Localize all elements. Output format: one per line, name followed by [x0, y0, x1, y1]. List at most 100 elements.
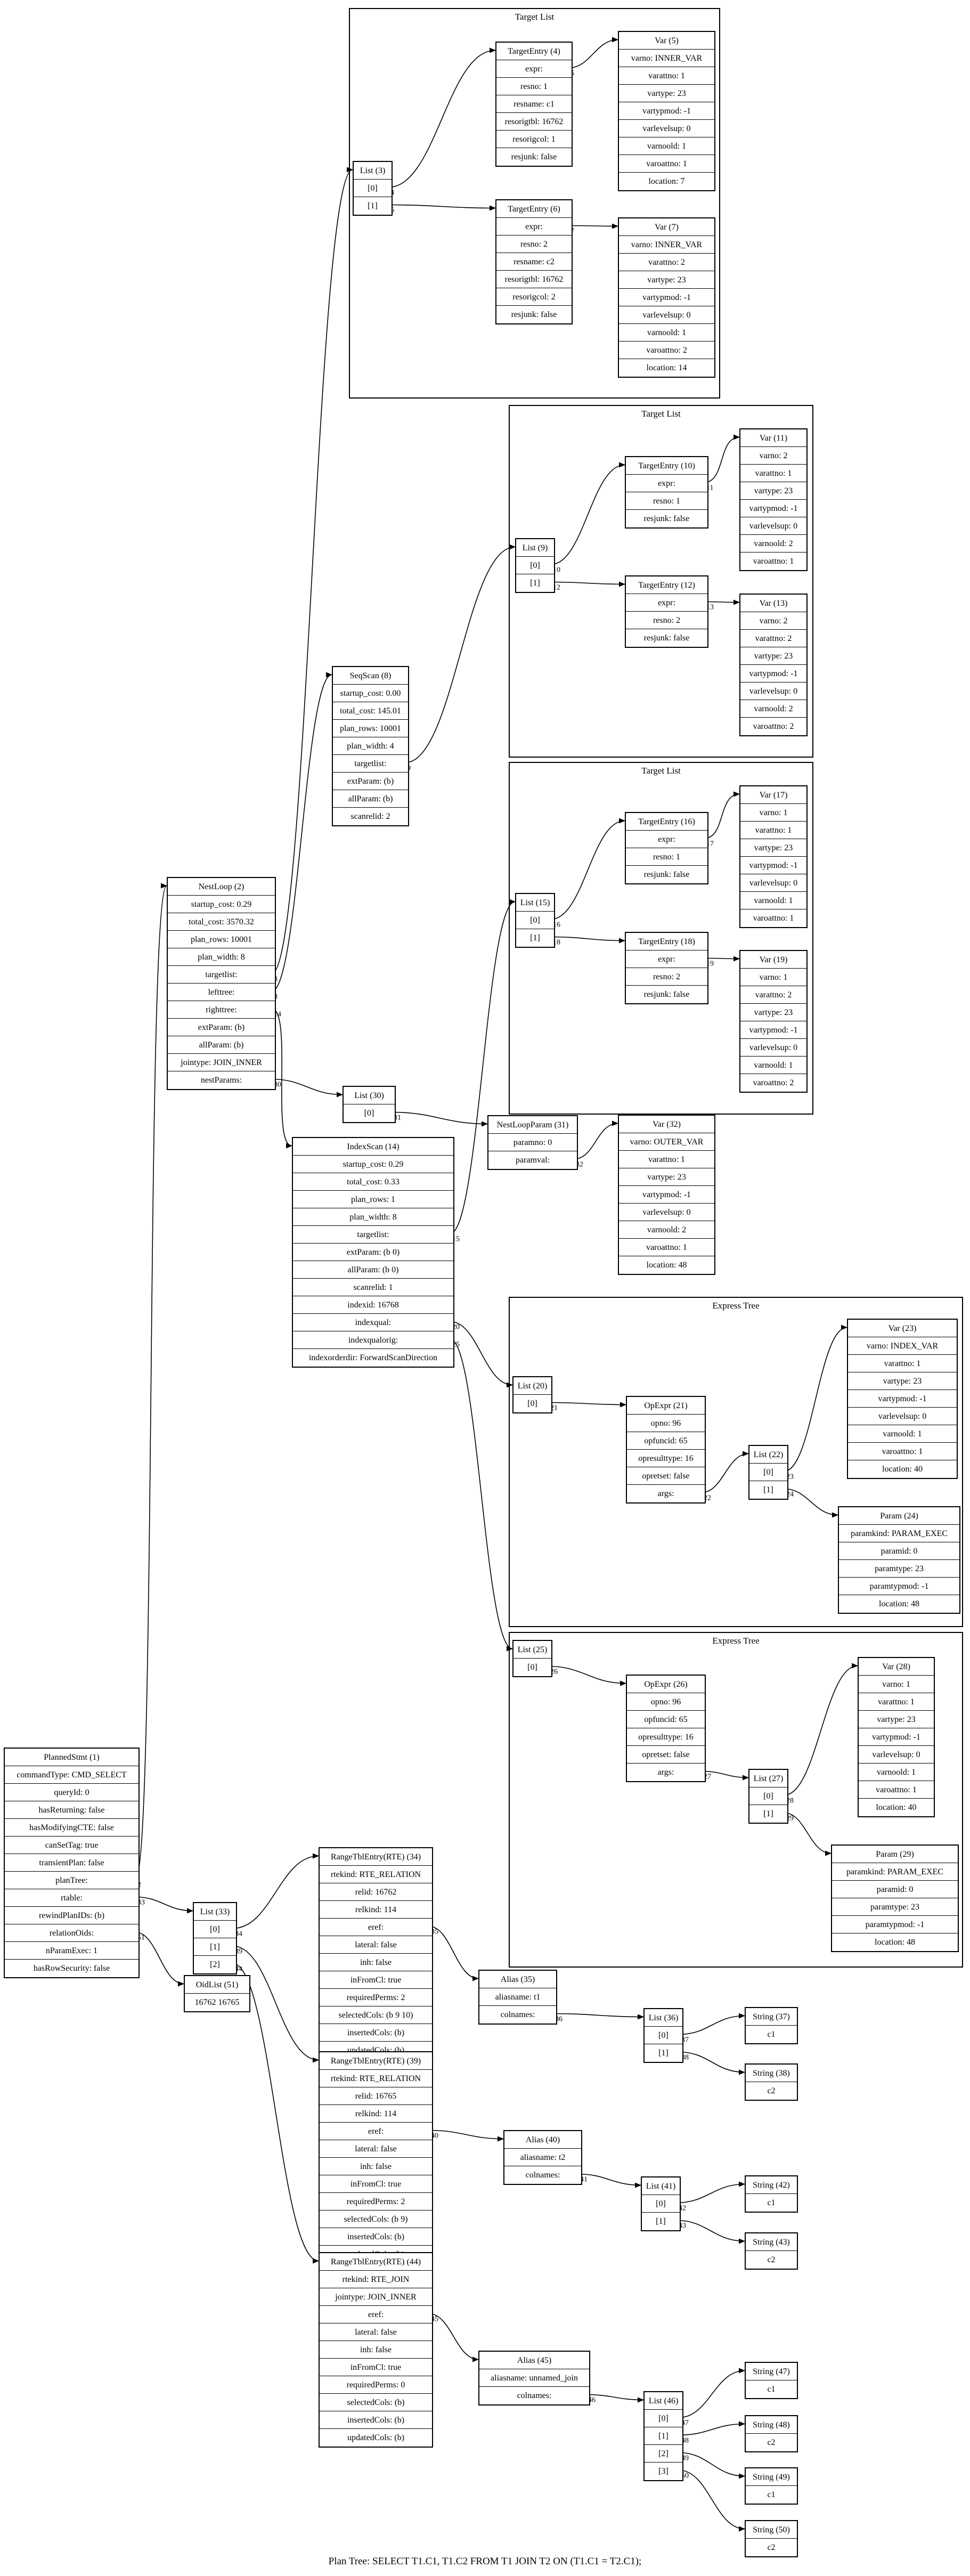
- node-20: List (20)[0]: [512, 1376, 552, 1413]
- node-field: relkind: 114: [320, 2105, 432, 2123]
- node-field: indexorderdir: ForwardScanDirection: [308, 1353, 438, 1362]
- node-field: inFromCl: true: [320, 2359, 432, 2376]
- node-field: resorigcol: 1: [496, 131, 572, 148]
- node-field: varlevelsup: 0: [619, 120, 714, 137]
- node-50: String (50)c2: [745, 2520, 798, 2557]
- node-field: varattno: 1: [740, 822, 806, 839]
- node-field: indexqualorig:: [293, 1331, 453, 1349]
- node-title: IndexScan (14): [293, 1138, 453, 1156]
- node-title: Var (11): [740, 429, 806, 447]
- node-field: requiredPerms: 2: [320, 2193, 432, 2211]
- node-field: varnoold: 2: [740, 535, 806, 552]
- node-field: varoattno: 2: [619, 342, 714, 359]
- node-field: c1: [767, 2490, 776, 2499]
- node-46: List (46)[0][1][2][3]: [643, 2391, 683, 2481]
- node-field: insertedCols: (b): [320, 2411, 432, 2429]
- node-field: vartype: 23: [859, 1711, 934, 1728]
- cluster-express-tree-1: Express Tree: [509, 1297, 963, 1627]
- edge-33: [135, 1896, 193, 1914]
- node-field: c1: [767, 2385, 776, 2394]
- node-title: List (3): [354, 162, 392, 180]
- node-field: [1]: [645, 2427, 682, 2445]
- node-title: List (46): [645, 2392, 682, 2410]
- node-field: jointype: JOIN_INNER: [320, 2288, 432, 2306]
- node-title: String (42): [746, 2176, 797, 2194]
- node-field: vartype: 23: [740, 1004, 806, 1021]
- node-43: String (43)c2: [745, 2232, 798, 2270]
- node-51: OidList (51)16762 16765: [184, 1975, 250, 2012]
- node-field: resno: 2: [626, 968, 707, 986]
- node-field: resname: c1: [496, 95, 572, 113]
- node-field: c1: [767, 2198, 776, 2207]
- node-field: vartypmod: -1: [859, 1728, 934, 1746]
- node-field: insertedCols: (b): [320, 2228, 432, 2246]
- node-field: resjunk: false: [511, 152, 557, 161]
- node-field: opno: 96: [627, 1693, 705, 1711]
- node-field: resjunk: false: [643, 633, 690, 643]
- node-title: TargetEntry (12): [626, 576, 707, 594]
- node-field: expr:: [496, 60, 572, 78]
- node-title: Alias (40): [504, 2131, 581, 2149]
- node-field: extParam: (b 0): [293, 1244, 453, 1261]
- node-field: varno: INNER_VAR: [619, 236, 714, 254]
- node-39: RangeTblEntry(RTE) (39)rtekind: RTE_RELA…: [319, 2051, 433, 2264]
- node-field: rtekind: RTE_RELATION: [320, 1866, 432, 1883]
- node-field: varoattno: 1: [619, 1239, 714, 1256]
- node-field: varlevelsup: 0: [740, 874, 806, 892]
- node-field: [0]: [749, 1787, 787, 1805]
- node-field: vartypmod: -1: [848, 1390, 957, 1408]
- node-field: jointype: JOIN_INNER: [168, 1054, 275, 1071]
- node-field: rtekind: RTE_RELATION: [320, 2070, 432, 2087]
- cluster-target-list-2: Target List: [509, 405, 813, 758]
- node-title: String (48): [746, 2416, 797, 2434]
- node-field: resjunk: false: [643, 990, 690, 999]
- edge-51: [135, 1931, 184, 1987]
- edge-35: [428, 1925, 479, 1981]
- node-field: resname: c2: [496, 253, 572, 271]
- node-field: resno: 2: [496, 235, 572, 253]
- node-field: rtable:: [5, 1889, 138, 1907]
- node-title: String (50): [746, 2521, 797, 2539]
- node-field: vartype: 23: [848, 1372, 957, 1390]
- node-field: aliasname: t2: [504, 2149, 581, 2166]
- node-title: String (43): [746, 2233, 797, 2251]
- node-field: vartypmod: -1: [740, 500, 806, 517]
- edge-2: [135, 883, 167, 1880]
- edge-47: [679, 2368, 745, 2418]
- node-field: vartypmod: -1: [619, 102, 714, 120]
- node-field: varattno: 1: [619, 1151, 714, 1168]
- node-field: vartypmod: -1: [619, 289, 714, 306]
- node-field: plan_rows: 10001: [168, 931, 275, 948]
- node-field: scanrelid: 1: [293, 1279, 453, 1296]
- cluster-title: Express Tree: [712, 1636, 760, 1646]
- node-field: vartype: 23: [740, 839, 806, 857]
- node-field: vartypmod: -1: [740, 1021, 806, 1039]
- node-field: varlevelsup: 0: [619, 306, 714, 324]
- node-field: [0]: [642, 2195, 680, 2213]
- node-title: TargetEntry (6): [496, 200, 572, 218]
- node-field: inh: false: [320, 2341, 432, 2359]
- node-field: varoattno: 1: [619, 155, 714, 173]
- node-field: plan_width: 4: [333, 737, 408, 755]
- node-title: Alias (35): [479, 1971, 556, 1988]
- edge-43: [676, 2220, 745, 2244]
- node-field: resjunk: false: [643, 514, 690, 523]
- node-field: paramtype: 23: [839, 1560, 959, 1578]
- node-field: opresulttype: 16: [627, 1450, 705, 1467]
- node-field: varattno: 1: [859, 1693, 934, 1711]
- node-field: targetlist:: [293, 1226, 453, 1244]
- node-title: String (47): [746, 2363, 797, 2380]
- node-field: plan_rows: 10001: [333, 720, 408, 737]
- edge-49: [679, 2452, 745, 2479]
- node-title: Alias (45): [479, 2352, 589, 2369]
- node-field: varoattno: 2: [753, 722, 794, 731]
- node-field: vartype: 23: [619, 1168, 714, 1186]
- node-field: varattno: 1: [740, 465, 806, 482]
- node-field: vartypmod: -1: [740, 665, 806, 682]
- node-field: varattno: 2: [740, 630, 806, 647]
